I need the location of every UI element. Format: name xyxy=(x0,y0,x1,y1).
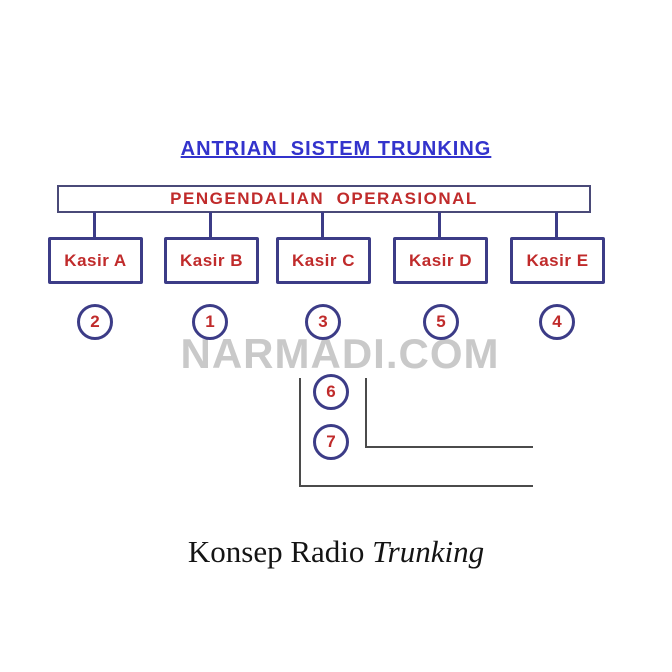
queue-circle-kasir-b: 1 xyxy=(192,304,228,340)
queue-circle-kasir-e: 4 xyxy=(539,304,575,340)
kasir-b-box: Kasir B xyxy=(164,237,259,284)
waiting-queue-circle-7: 7 xyxy=(313,424,349,460)
queue-path-bottom-horizontal-line xyxy=(299,485,533,487)
kasir-e-box: Kasir E xyxy=(510,237,605,284)
queue-path-left-vertical-line xyxy=(299,378,301,487)
waiting-queue-circle-6: 6 xyxy=(313,374,349,410)
queue-circle-kasir-c: 3 xyxy=(305,304,341,340)
kasir-d-box: Kasir D xyxy=(393,237,488,284)
connector-kasir-e xyxy=(555,212,558,237)
caption-italic-text: Trunking xyxy=(372,534,485,569)
diagram-title: ANTRIAN SISTEM TRUNKING xyxy=(180,138,492,160)
control-box-label: PENGENDALIAN OPERASIONAL xyxy=(170,189,478,208)
connector-kasir-d xyxy=(438,212,441,237)
control-box: PENGENDALIAN OPERASIONAL xyxy=(57,185,591,213)
caption-regular-text: Konsep Radio xyxy=(187,534,373,569)
connector-kasir-c xyxy=(321,212,324,237)
connector-kasir-a xyxy=(93,212,96,237)
kasir-a-box: Kasir A xyxy=(48,237,143,284)
queue-circle-kasir-a: 2 xyxy=(77,304,113,340)
queue-path-middle-horizontal-line xyxy=(365,446,533,448)
kasir-c-box: Kasir C xyxy=(276,237,371,284)
caption: Konsep Radio Trunking xyxy=(0,534,672,570)
queue-circle-kasir-d: 5 xyxy=(423,304,459,340)
connector-kasir-b xyxy=(209,212,212,237)
queue-path-right-vertical-line xyxy=(365,378,367,448)
